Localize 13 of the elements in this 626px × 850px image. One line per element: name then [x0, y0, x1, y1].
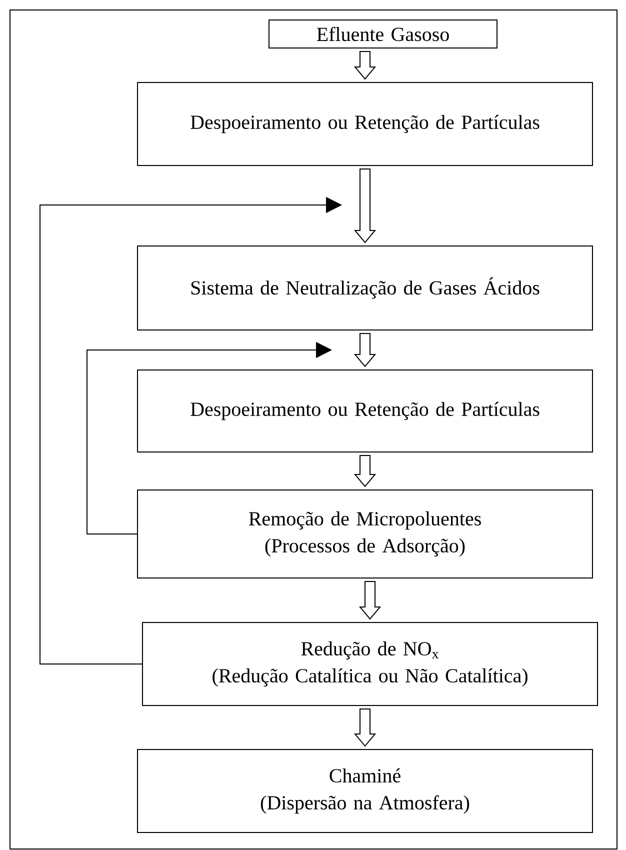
- hollow-arrow: [354, 708, 376, 747]
- hollow-arrow: [354, 455, 376, 488]
- process-box: Redução de NO$_{x}$ (Redução Catalítica ou Não Catalítica): [142, 622, 598, 706]
- process-box: Sistema de Neutralização de Gases Ácidos: [137, 246, 593, 330]
- process-box: Despoeiramento ou Retenção de Partículas: [137, 370, 593, 452]
- process-box: Despoeiramento ou Retenção de Partículas: [137, 82, 593, 166]
- hollow-arrow: [354, 333, 376, 368]
- process-box: Efluente Gasoso: [268, 20, 498, 48]
- hollow-arrow: [358, 581, 382, 620]
- hollow-arrow: [354, 51, 376, 80]
- process-box: Remoção de Micropoluentes (Processos de Adsorção): [137, 490, 593, 578]
- process-box: Chaminé (Dispersão na Atmosfera): [137, 749, 593, 833]
- hollow-arrow: [354, 168, 376, 244]
